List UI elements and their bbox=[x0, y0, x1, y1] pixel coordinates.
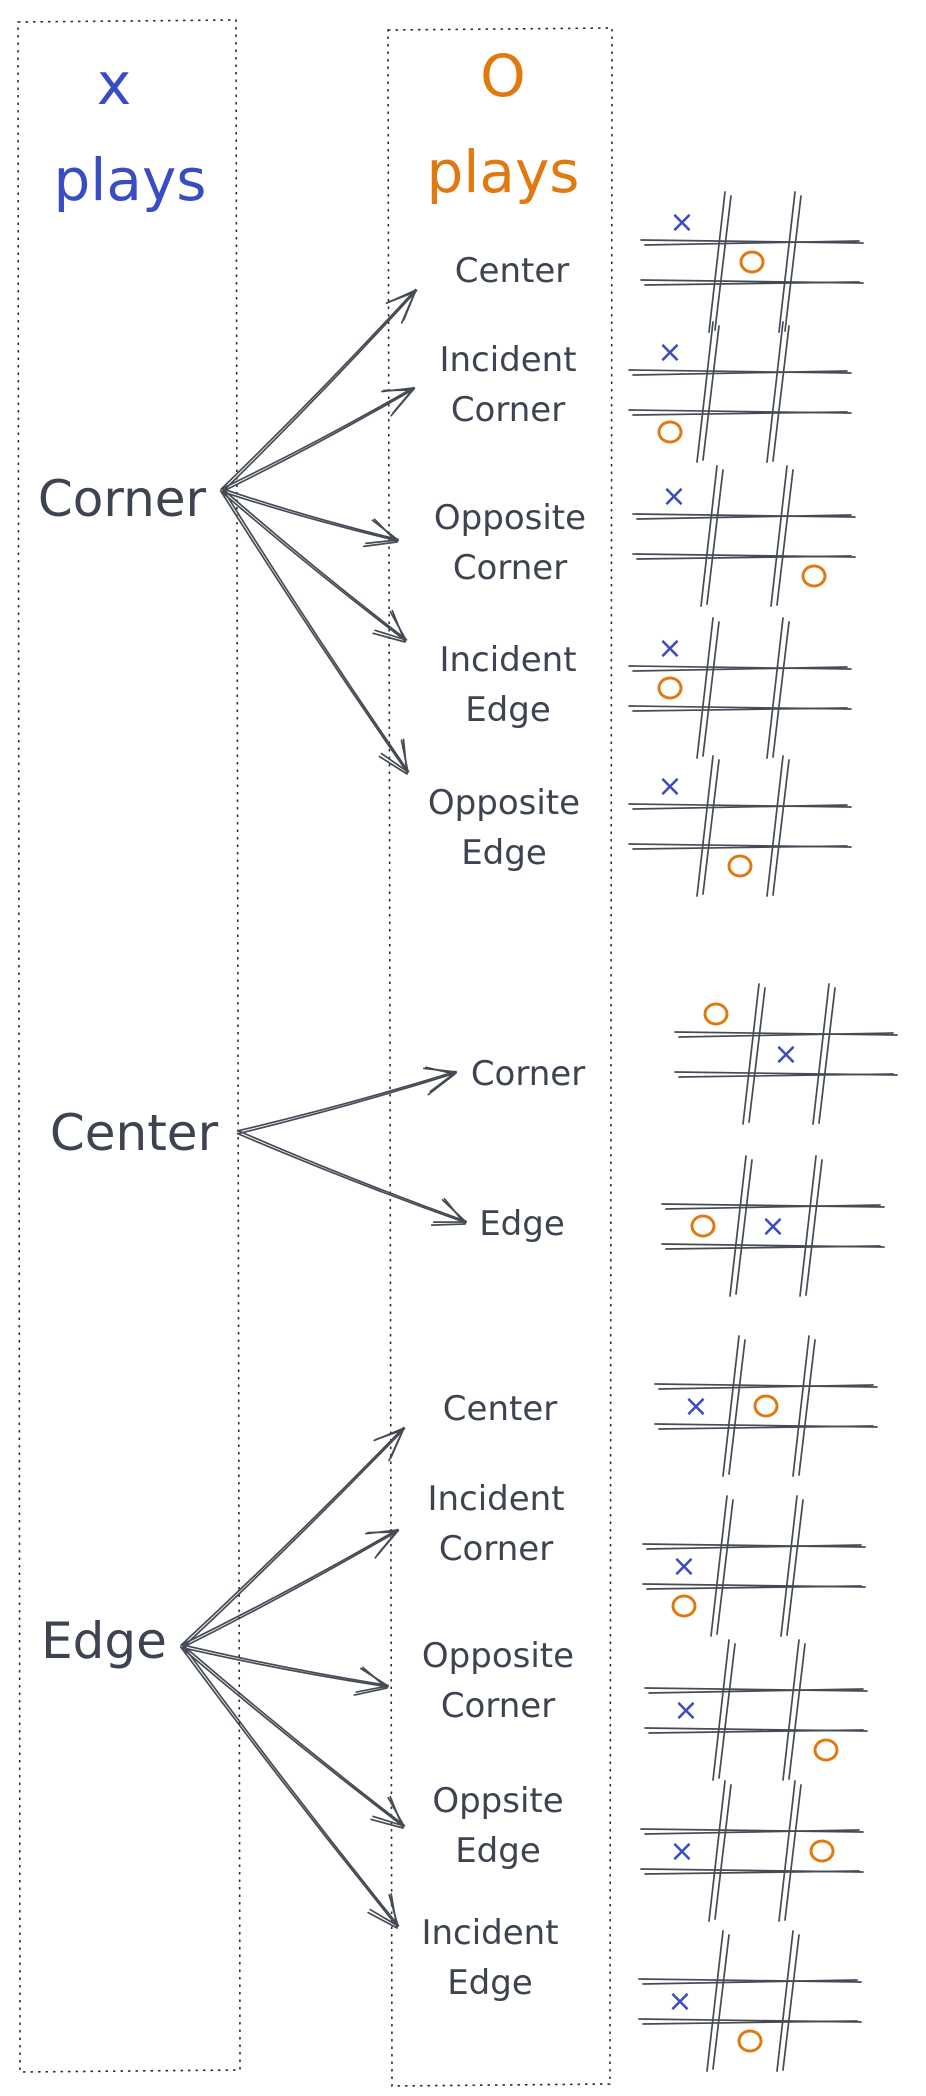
boards-layer: × × × × × × × × × × × × bbox=[628, 191, 898, 2072]
board: × bbox=[642, 1495, 866, 1637]
arrow bbox=[220, 487, 400, 548]
board-x-mark: × bbox=[673, 1693, 698, 1728]
o-response-label-line: Opposite bbox=[434, 498, 586, 538]
arrow bbox=[180, 1426, 406, 1648]
o-response-label: Edge bbox=[479, 1204, 565, 1244]
board: × bbox=[628, 617, 852, 759]
o-response-label-line: Incident bbox=[439, 340, 576, 380]
board: × bbox=[638, 1930, 862, 2072]
board-x-mark: × bbox=[669, 205, 694, 240]
arrow bbox=[180, 1528, 400, 1649]
board-x-mark: × bbox=[661, 479, 686, 514]
arrow bbox=[180, 1643, 389, 1696]
arrow bbox=[220, 488, 408, 643]
o-response-label: Center bbox=[455, 251, 569, 291]
board-o-mark bbox=[671, 1594, 697, 1618]
board-o-mark bbox=[657, 420, 683, 444]
o-response-label-line: Opposite bbox=[428, 783, 580, 823]
o-response-label-line: Corner bbox=[439, 1529, 553, 1569]
board-o-mark bbox=[657, 676, 683, 700]
o-response-label-line: Center bbox=[455, 251, 569, 291]
o-plays-header-symbol: O bbox=[480, 42, 526, 110]
o-response-label: Center bbox=[443, 1389, 557, 1429]
o-response-label-line: Incident bbox=[421, 1913, 558, 1953]
o-response-label-line: Edge bbox=[465, 690, 551, 730]
x-move-edge: Edge bbox=[41, 1612, 167, 1670]
board-o-mark bbox=[809, 1839, 835, 1863]
o-response-label-line: Incident bbox=[427, 1479, 564, 1519]
o-response-label-line: Edge bbox=[447, 1963, 533, 2003]
board: × bbox=[654, 1335, 878, 1477]
o-response-label-line: Corner bbox=[441, 1686, 555, 1726]
board: × bbox=[640, 1780, 864, 1922]
arrow bbox=[179, 1644, 400, 1929]
board-x-mark: × bbox=[657, 769, 682, 804]
o-response-label-line: Corner bbox=[471, 1054, 585, 1094]
x-move-center: Center bbox=[50, 1104, 219, 1162]
arrow bbox=[220, 288, 418, 492]
o-plays-column-frame bbox=[387, 27, 613, 2087]
board: × bbox=[661, 1155, 885, 1297]
x-move-corner: Corner bbox=[38, 470, 207, 528]
board-o-mark bbox=[727, 854, 753, 878]
arrow bbox=[180, 1644, 406, 1829]
board-x-mark: × bbox=[683, 1389, 708, 1424]
board-x-mark: × bbox=[760, 1209, 785, 1244]
board: × bbox=[632, 465, 856, 607]
o-response-label-line: Incident bbox=[439, 640, 576, 680]
board-x-mark: × bbox=[657, 631, 682, 666]
board: × bbox=[640, 191, 864, 333]
board: × bbox=[674, 983, 898, 1125]
board-x-mark: × bbox=[671, 1549, 696, 1584]
board: × bbox=[644, 1639, 868, 1781]
o-response-label: Corner bbox=[471, 1054, 585, 1094]
board: × bbox=[628, 321, 852, 463]
board-x-mark: × bbox=[667, 1984, 692, 2019]
o-plays-header-word: plays bbox=[426, 138, 579, 206]
x-plays-header-symbol: x bbox=[97, 50, 131, 118]
board-x-mark: × bbox=[657, 335, 682, 370]
o-response-label-line: Corner bbox=[451, 390, 565, 430]
board-o-mark bbox=[703, 1002, 729, 1026]
board-o-mark bbox=[801, 564, 827, 588]
o-response-label-line: Opposite bbox=[422, 1636, 574, 1676]
o-response-label-line: Oppsite bbox=[432, 1781, 563, 1821]
board-o-mark bbox=[737, 2029, 763, 2053]
board-o-mark bbox=[753, 1394, 779, 1418]
o-response-label-line: Center bbox=[443, 1389, 557, 1429]
arrows-layer bbox=[179, 288, 468, 1929]
board-o-mark bbox=[813, 1738, 839, 1762]
arrow bbox=[236, 1066, 458, 1135]
x-plays-column-frame bbox=[17, 19, 241, 2073]
arrow bbox=[219, 488, 410, 775]
arrow bbox=[220, 386, 416, 493]
board-o-mark bbox=[739, 250, 765, 274]
o-response-label-line: Corner bbox=[453, 548, 567, 588]
board-x-mark: × bbox=[669, 1834, 694, 1869]
o-response-label-line: Edge bbox=[479, 1204, 565, 1244]
board-x-mark: × bbox=[773, 1037, 798, 1072]
board: × bbox=[628, 755, 852, 897]
arrow bbox=[236, 1130, 468, 1226]
board-o-mark bbox=[690, 1214, 716, 1238]
x-plays-header-word: plays bbox=[53, 146, 206, 214]
o-response-label-line: Edge bbox=[455, 1831, 541, 1871]
o-response-label-line: Edge bbox=[461, 833, 547, 873]
